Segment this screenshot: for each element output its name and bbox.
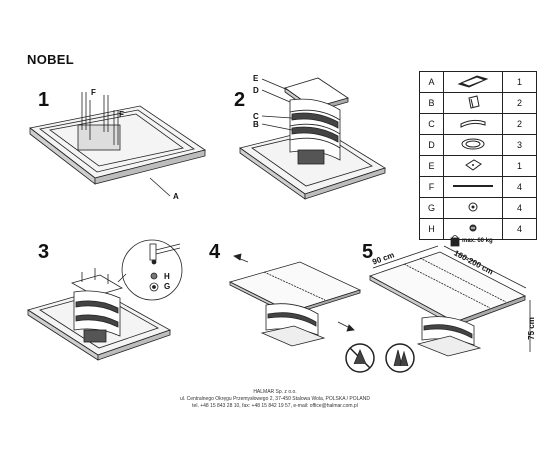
part-letter: C <box>419 113 444 135</box>
part-letter: D <box>419 134 444 156</box>
step1-drawing <box>29 92 206 197</box>
part-qty: 4 <box>502 197 537 219</box>
part-qty: 1 <box>502 155 537 177</box>
step-number-3: 3 <box>38 241 50 263</box>
part-letter: E <box>419 155 444 177</box>
step5-drawing <box>345 235 531 373</box>
part-letter: G <box>419 197 444 219</box>
dimension-height: 75 cm <box>526 317 536 340</box>
parts-row: B 2 <box>419 92 537 114</box>
part-letter: B <box>419 92 444 114</box>
label-b: B <box>253 120 259 129</box>
long-rod-icon <box>443 176 503 198</box>
label-d: D <box>253 86 259 95</box>
step2-drawing <box>239 77 386 200</box>
part-qty: 2 <box>502 113 537 135</box>
label-e: E <box>253 74 259 83</box>
label-g: G <box>164 282 171 291</box>
step3-drawing <box>27 239 183 361</box>
detail-magnifier <box>121 239 183 301</box>
curved-panel-icon <box>443 113 503 135</box>
parts-row: E 1 <box>419 155 537 177</box>
part-qty: 4 <box>502 176 537 198</box>
label-a: A <box>173 192 179 201</box>
oval-ring-icon <box>443 134 503 156</box>
step-number-2: 2 <box>234 89 246 111</box>
parts-row: F 4 <box>419 176 537 198</box>
footer-address: ul. Centralnego Okręgu Przemysłowego 2, … <box>179 396 370 402</box>
label-f-left: F <box>91 88 96 97</box>
step-number-5: 5 <box>362 241 374 263</box>
max-load-label: max. 60 kg <box>462 238 493 244</box>
part-letter: A <box>419 71 444 93</box>
step-number-4: 4 <box>209 241 221 263</box>
part-letter: F <box>419 176 444 198</box>
label-f-right: F <box>119 110 124 119</box>
square-plate-icon <box>443 155 503 177</box>
label-h: H <box>164 272 170 281</box>
parts-row: C 2 <box>419 113 537 135</box>
part-qty: 2 <box>502 92 537 114</box>
part-qty: 1 <box>502 71 537 93</box>
part-letter: H <box>419 218 444 240</box>
screw-icon <box>443 218 503 240</box>
parts-row: D 3 <box>419 134 537 156</box>
parts-row: H 4 <box>419 218 537 240</box>
parts-row: G 4 <box>419 197 537 219</box>
step-number-1: 1 <box>38 89 50 111</box>
parts-row: A 1 <box>419 71 537 93</box>
footer-contact: tel. +48 15 843 28 10, fax: +48 15 842 1… <box>192 403 358 409</box>
document-title: NOBEL <box>27 52 74 67</box>
block-icon <box>443 92 503 114</box>
part-qty: 4 <box>502 218 537 240</box>
parts-table: A 1 B 2 C 2 D 3 E 1 F 4 G <box>419 71 537 240</box>
washer-icon <box>443 197 503 219</box>
part-qty: 3 <box>502 134 537 156</box>
tabletop-frame-icon <box>443 71 503 93</box>
label-c: C <box>253 112 259 121</box>
step4-drawing <box>228 253 362 347</box>
footer-company: HALMAR Sp. z o.o. <box>253 389 297 395</box>
